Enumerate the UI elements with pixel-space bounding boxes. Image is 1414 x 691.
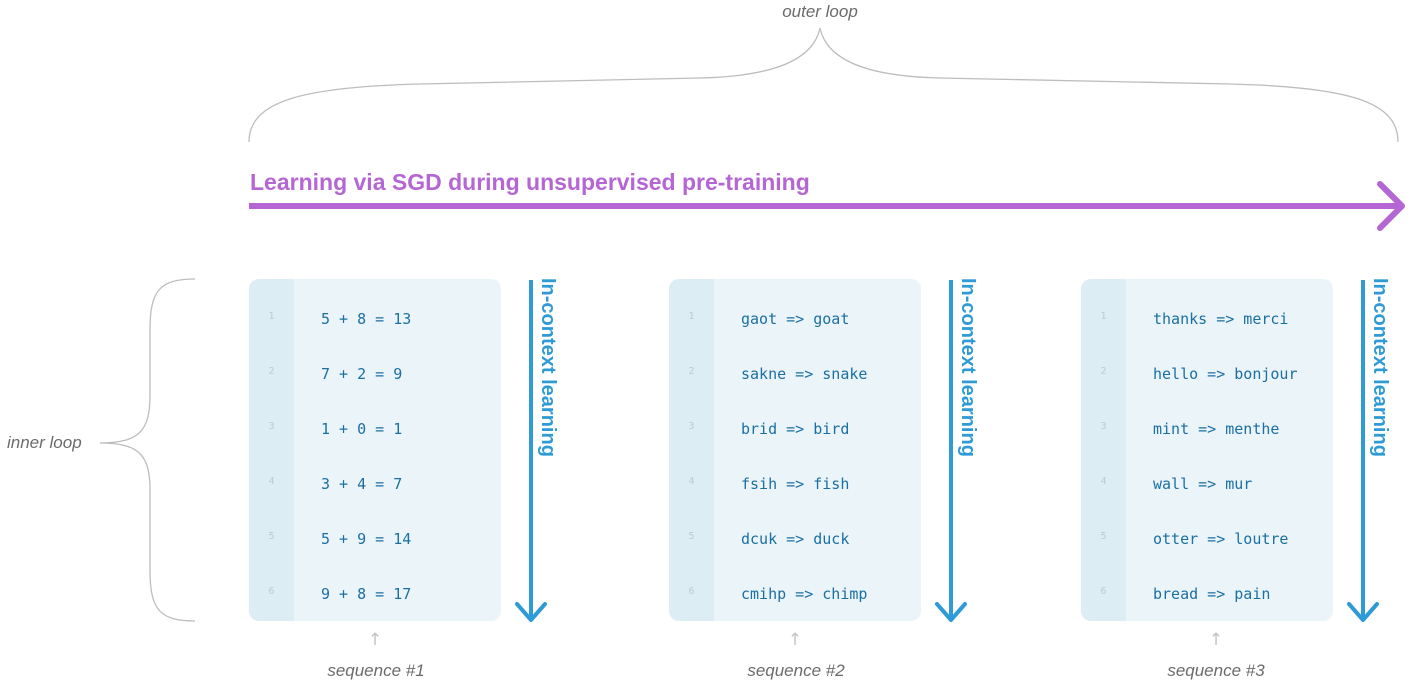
code-line: 4 3 + 4 = 7 — [249, 472, 501, 496]
line-number: 4 — [268, 476, 275, 487]
sequence-label-1: sequence #1 — [327, 661, 425, 680]
code-line: 3 1 + 0 = 1 — [249, 417, 501, 441]
code-text: wall => mur — [1153, 475, 1253, 493]
line-number: 5 — [1100, 531, 1107, 542]
in-context-label-3: In-context learning — [1369, 278, 1391, 457]
code-text: 7 + 2 = 9 — [321, 365, 403, 383]
line-number: 2 — [1100, 366, 1107, 377]
line-number: 4 — [688, 476, 695, 487]
code-line: 5 dcuk => duck — [669, 527, 921, 551]
sgd-label: Learning via SGD during unsupervised pre… — [250, 169, 810, 195]
code-text: 5 + 8 = 13 — [321, 310, 412, 328]
line-number: 2 — [688, 366, 695, 377]
code-line: 2 hello => bonjour — [1081, 362, 1333, 386]
sequence-label-2: sequence #2 — [747, 661, 845, 680]
line-number-gutter — [249, 279, 294, 621]
line-number: 6 — [268, 586, 275, 597]
code-text: otter => loutre — [1153, 530, 1289, 548]
code-line: 1 5 + 8 = 13 — [249, 307, 501, 331]
outer-loop-label: outer loop — [782, 2, 858, 21]
line-number: 6 — [1100, 586, 1107, 597]
code-line: 6 bread => pain — [1081, 582, 1333, 606]
line-number: 3 — [1100, 421, 1107, 432]
sequence-label-3: sequence #3 — [1167, 661, 1265, 680]
code-line: 5 5 + 9 = 14 — [249, 527, 501, 551]
code-text: 1 + 0 = 1 — [321, 420, 403, 438]
code-text: sakne => snake — [741, 365, 868, 383]
up-arrow-icon: ↑ — [1208, 630, 1224, 650]
line-number: 1 — [1100, 311, 1107, 322]
in-context-arrow-1 — [515, 280, 547, 622]
line-number: 5 — [688, 531, 695, 542]
code-text: 3 + 4 = 7 — [321, 475, 403, 493]
code-line: 6 9 + 8 = 17 — [249, 582, 501, 606]
code-text: gaot => goat — [741, 310, 850, 328]
code-line: 6 cmihp => chimp — [669, 582, 921, 606]
code-line: 4 fsih => fish — [669, 472, 921, 496]
code-line: 3 mint => menthe — [1081, 417, 1333, 441]
sequence-panel-2: 1 gaot => goat 2 sakne => snake 3 brid => b… — [669, 279, 921, 621]
code-line: 2 7 + 2 = 9 — [249, 362, 501, 386]
code-line: 1 gaot => goat — [669, 307, 921, 331]
code-text: bread => pain — [1153, 585, 1271, 603]
line-number: 5 — [268, 531, 275, 542]
line-number-gutter — [669, 279, 714, 621]
inner-loop-brace — [99, 278, 196, 622]
up-arrow-icon: ↑ — [367, 630, 383, 650]
code-text: dcuk => duck — [741, 530, 850, 548]
inner-loop-label: inner loop — [7, 433, 82, 452]
up-arrow-icon: ↑ — [787, 630, 803, 650]
line-number: 1 — [688, 311, 695, 322]
code-text: cmihp => chimp — [741, 585, 868, 603]
code-text: 9 + 8 = 17 — [321, 585, 412, 603]
outer-loop-brace — [248, 27, 1399, 143]
sgd-arrow — [249, 181, 1405, 231]
code-text: hello => bonjour — [1153, 365, 1298, 383]
code-line: 4 wall => mur — [1081, 472, 1333, 496]
code-line: 1 thanks => merci — [1081, 307, 1333, 331]
line-number-gutter — [1081, 279, 1126, 621]
line-number: 4 — [1100, 476, 1107, 487]
line-number: 1 — [268, 311, 275, 322]
in-context-label-1: In-context learning — [537, 278, 559, 457]
in-context-arrow-2 — [935, 280, 967, 622]
code-line: 3 brid => bird — [669, 417, 921, 441]
line-number: 3 — [688, 421, 695, 432]
code-text: 5 + 9 = 14 — [321, 530, 412, 548]
code-line: 2 sakne => snake — [669, 362, 921, 386]
in-context-arrow-3 — [1347, 280, 1379, 622]
line-number: 3 — [268, 421, 275, 432]
sequence-panel-1: 1 5 + 8 = 13 2 7 + 2 = 9 3 1 + 0 = 1 4 3 + 4… — [249, 279, 501, 621]
line-number: 2 — [268, 366, 275, 377]
code-text: brid => bird — [741, 420, 850, 438]
code-text: mint => menthe — [1153, 420, 1280, 438]
code-text: thanks => merci — [1153, 310, 1289, 328]
code-line: 5 otter => loutre — [1081, 527, 1333, 551]
line-number: 6 — [688, 586, 695, 597]
sequence-panel-3: 1 thanks => merci 2 hello => bonjour 3 mint… — [1081, 279, 1333, 621]
in-context-label-2: In-context learning — [957, 278, 979, 457]
code-text: fsih => fish — [741, 475, 850, 493]
